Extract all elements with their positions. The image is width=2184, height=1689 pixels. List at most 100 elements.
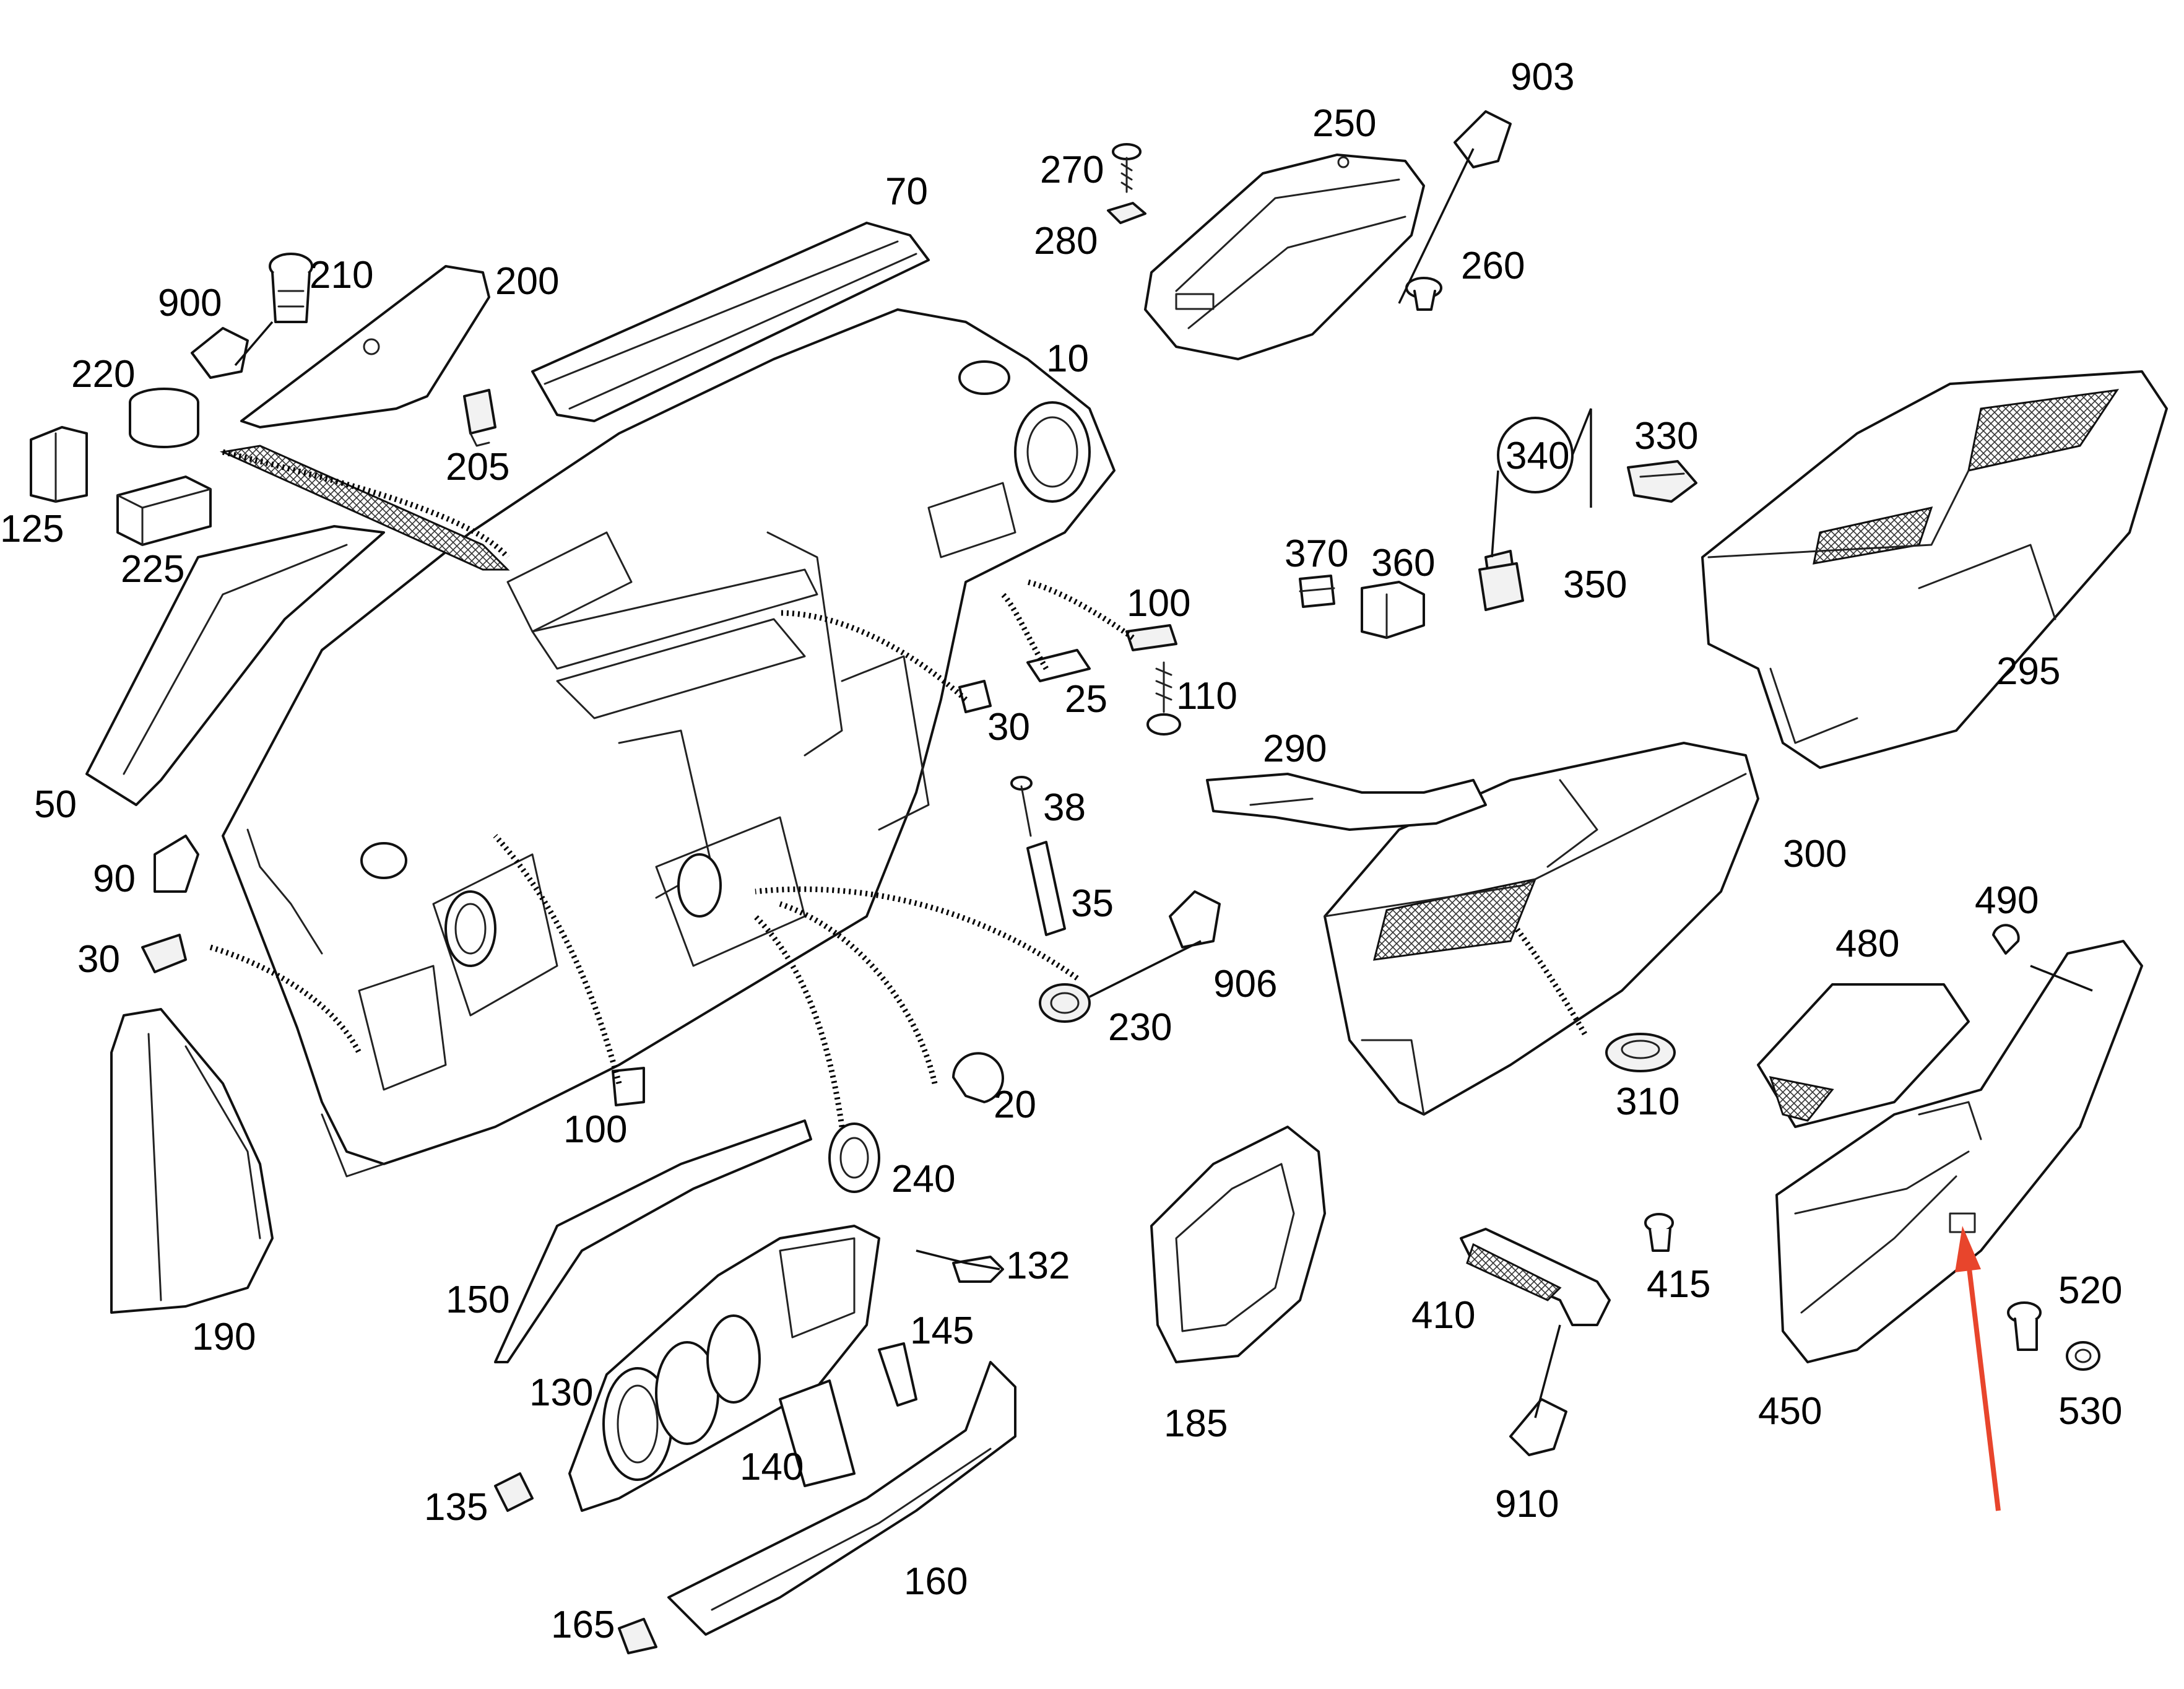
clip-100-lower	[612, 1067, 645, 1106]
callout-410: 410	[1411, 1294, 1475, 1337]
callout-340: 340	[1506, 435, 1569, 477]
callout-900: 900	[158, 282, 222, 324]
screw-38	[1010, 776, 1033, 837]
callout-190: 190	[192, 1316, 256, 1358]
screw-270	[1112, 143, 1142, 193]
callout-90: 90	[93, 858, 136, 900]
label-910	[1509, 1398, 1567, 1456]
vent-240	[828, 1122, 880, 1193]
callout-530: 530	[2058, 1390, 2122, 1433]
callout-290: 290	[1263, 727, 1327, 770]
callout-910: 910	[1495, 1483, 1559, 1526]
glovebox-outer-housing	[1701, 370, 2168, 769]
callout-225: 225	[121, 548, 184, 591]
callout-240: 240	[891, 1158, 955, 1201]
dial-310	[1605, 1033, 1676, 1072]
callout-220: 220	[71, 353, 135, 396]
callout-210: 210	[310, 254, 373, 297]
air-vent-230	[1039, 983, 1091, 1023]
passenger-airbag-module	[1144, 154, 1425, 360]
bolt-520	[2007, 1301, 2042, 1351]
clip-30-left	[141, 934, 187, 973]
cover-140	[779, 1379, 856, 1487]
callout-260: 260	[1461, 245, 1525, 287]
callout-25: 25	[1065, 678, 1107, 721]
knee-bolster-frame-185	[1150, 1126, 1326, 1363]
callout-70: 70	[885, 170, 928, 213]
assembly-leader-lines	[209, 148, 2093, 1418]
callout-310: 310	[1616, 1080, 1679, 1123]
glovebox-inner-tray	[1324, 742, 1759, 1116]
callout-450: 450	[1758, 1390, 1822, 1433]
callout-50: 50	[34, 783, 77, 826]
glovebox-lid-450	[1775, 940, 2143, 1363]
label-903	[1454, 110, 1512, 168]
relay-360	[1361, 581, 1425, 639]
callout-30-left: 30	[77, 938, 120, 981]
screw-110	[1146, 661, 1181, 736]
connector-330	[1627, 460, 1697, 503]
clip-30-right	[958, 680, 992, 713]
callout-135: 135	[424, 1486, 488, 1529]
callout-30-right: 30	[987, 706, 1030, 749]
air-duct	[1206, 773, 1487, 831]
cluster-hood-150	[494, 1119, 812, 1363]
clip-165	[618, 1618, 657, 1654]
callout-110: 110	[1176, 675, 1237, 718]
pad-220	[129, 388, 199, 448]
callout-100-upper: 100	[1127, 582, 1190, 625]
foam-block-225	[116, 475, 212, 546]
sensor-210	[269, 253, 313, 323]
clip-135	[494, 1472, 534, 1512]
callout-205: 205	[446, 446, 509, 488]
callout-200: 200	[495, 260, 559, 303]
callout-132: 132	[1006, 1244, 1070, 1287]
callout-270: 270	[1040, 149, 1104, 191]
foam-block-125	[30, 426, 88, 503]
left-pillar-trim	[85, 525, 385, 806]
dashboard-top-trim	[531, 222, 930, 422]
callout-250: 250	[1312, 102, 1376, 145]
relay-370	[1299, 575, 1335, 608]
sensor-205	[463, 389, 496, 447]
lock-bar-410	[1460, 1228, 1611, 1326]
callout-906: 906	[1213, 963, 1277, 1005]
callout-520: 520	[2058, 1269, 2122, 1312]
vent-20	[952, 1052, 1004, 1103]
callout-160: 160	[904, 1560, 968, 1603]
callout-280: 280	[1034, 220, 1098, 263]
callout-10: 10	[1046, 337, 1089, 380]
callout-185: 185	[1164, 1402, 1228, 1445]
label-906	[1169, 890, 1221, 949]
lower-trim-160	[667, 1361, 1016, 1636]
callout-300: 300	[1783, 833, 1847, 875]
callout-125: 125	[0, 508, 64, 550]
bracket-25	[1026, 649, 1091, 682]
label-900	[191, 327, 249, 379]
clip-100-upper	[1125, 624, 1177, 651]
dashboard-end-cover	[110, 1008, 274, 1314]
callout-480: 480	[1835, 923, 1899, 965]
grommet-260	[1405, 277, 1442, 311]
cover-145	[878, 1342, 917, 1407]
bracket-90	[154, 835, 199, 893]
callout-370: 370	[1285, 532, 1348, 575]
clip-490	[1992, 924, 2020, 955]
callout-100-lower: 100	[563, 1108, 627, 1151]
callout-145: 145	[910, 1309, 974, 1352]
callout-140: 140	[740, 1446, 804, 1488]
switch-340	[1478, 408, 1592, 611]
callout-415: 415	[1647, 1263, 1710, 1306]
washer-530	[2066, 1341, 2100, 1371]
callout-165: 165	[551, 1604, 615, 1646]
callout-360: 360	[1371, 542, 1435, 584]
callout-labels: 903 250 270 280 260 70 210 200 900 220 1…	[0, 56, 2122, 1646]
glovebox-insert-480	[1757, 983, 1970, 1128]
callout-330: 330	[1634, 415, 1698, 458]
callout-150: 150	[446, 1279, 509, 1321]
instrument-cluster-130	[568, 1225, 880, 1512]
highlight-arrow	[1955, 1226, 2001, 1511]
clip-415	[1644, 1213, 1674, 1252]
callout-903: 903	[1510, 56, 1574, 98]
